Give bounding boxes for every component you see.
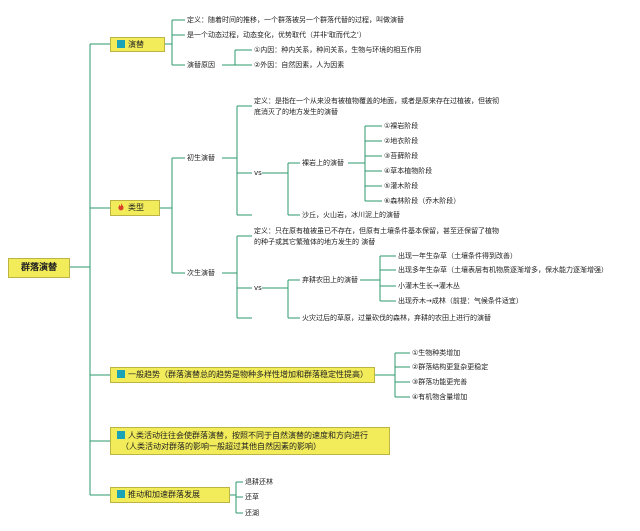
farmland-stage-4: 出现乔木→成林（前提：气候条件适宜） — [398, 297, 523, 305]
bare-rock-stage-6: ⑥森林阶段（乔木阶段） — [384, 197, 461, 205]
succession-cause-internal: ①内因：种内关系，种间关系，生物与环境的相互作用 — [254, 46, 422, 54]
farmland-stage-1: 出现一年生杂草（土壤条件得到改善） — [398, 252, 517, 260]
farmland-stage-2: 出现多年生杂草（土壤表层有机物质逐渐增多，保水能力逐渐增强） — [398, 266, 608, 274]
primary-vs: vs — [254, 169, 262, 177]
square-icon — [117, 370, 125, 378]
bare-rock-stage-5: ⑤灌木阶段 — [384, 182, 419, 190]
trend-item-4: ④有机物含量增加 — [412, 393, 468, 401]
trend-item-2: ②群落结构更复杂更稳定 — [412, 363, 489, 371]
primary-label: 初生演替 — [187, 154, 215, 162]
types-node[interactable]: 类型 — [110, 200, 160, 216]
bare-rock-label: 裸岩上的演替 — [302, 159, 344, 167]
farmland-stage-3: 小灌木生长→灌木丛 — [398, 282, 460, 290]
promote-node[interactable]: 推动和加速群落发展 — [110, 487, 230, 503]
square-icon — [117, 431, 125, 439]
trend-node[interactable]: 一般趋势（群落演替总的趋势是物种多样性增加和群落稳定性提高） — [110, 367, 375, 383]
secondary-definition-line1: 定义：只在原有植被虽已不存在，但原有土壤条件基本保留，甚至还保留了植物 — [254, 227, 499, 235]
square-icon — [117, 490, 125, 498]
primary-definition-line2: 底消灭了的地方发生的演替 — [254, 108, 338, 116]
root-node[interactable]: 群落演替 — [8, 258, 70, 278]
succession-dynamic: 是一个动态过程，动态变化，优势取代（并非'取而代之'） — [187, 31, 366, 39]
human-line1: 人类活动往往会使群落演替，按照不同于自然演替的速度和方向进行 — [128, 431, 368, 440]
secondary-label: 次生演替 — [187, 269, 215, 277]
succession-cause-external: ②外因：自然因素，人为因素 — [254, 61, 345, 69]
human-line2: （人类活动对群落的影响一般超过其他自然因素的影响） — [121, 442, 321, 451]
promote-item-1: 退耕还林 — [245, 478, 273, 486]
secondary-vs: vs — [254, 284, 262, 292]
bare-rock-stage-2: ②地衣阶段 — [384, 137, 419, 145]
primary-definition-line1: 定义：是指在一个从来没有被植物覆盖的地面，或者是原来存在过植被，但被彻 — [254, 97, 499, 105]
bare-rock-stage-1: ①裸岩阶段 — [384, 122, 419, 130]
succession-title: 演替 — [128, 40, 144, 49]
fire-icon — [118, 203, 124, 211]
promote-title: 推动和加速群落发展 — [128, 490, 200, 499]
trend-item-1: ①生物种类增加 — [412, 349, 461, 357]
promote-item-3: 还湖 — [245, 509, 259, 517]
types-title: 类型 — [128, 203, 144, 212]
trend-item-3: ③群落功能更完善 — [412, 378, 468, 386]
secondary-definition-line2: 的种子或其它繁殖体的地方发生的 演替 — [254, 238, 376, 246]
succession-definition: 定义：随着时间的推移，一个群落被另一个群落代替的过程，叫做演替 — [187, 16, 404, 24]
human-activity-node[interactable]: 人类活动往往会使群落演替，按照不同于自然演替的速度和方向进行 （人类活动对群落的… — [110, 427, 390, 455]
trend-title: 一般趋势（群落演替总的趋势是物种多样性增加和群落稳定性提高） — [128, 370, 368, 379]
farmland-label: 弃耕农田上的演替 — [302, 276, 358, 284]
secondary-examples: 火灾过后的草原，过量砍伐的森林，弃耕的农田上进行的演替 — [302, 314, 491, 322]
succession-causes-label: 演替原因 — [187, 61, 215, 69]
succession-node[interactable]: 演替 — [110, 37, 165, 52]
square-icon — [117, 40, 125, 48]
primary-examples: 沙丘，火山岩，冰川泥上的演替 — [302, 211, 400, 219]
promote-item-2: 还草 — [245, 493, 259, 501]
bare-rock-stage-4: ④草本植物阶段 — [384, 167, 433, 175]
bare-rock-stage-3: ③苔藓阶段 — [384, 152, 419, 160]
